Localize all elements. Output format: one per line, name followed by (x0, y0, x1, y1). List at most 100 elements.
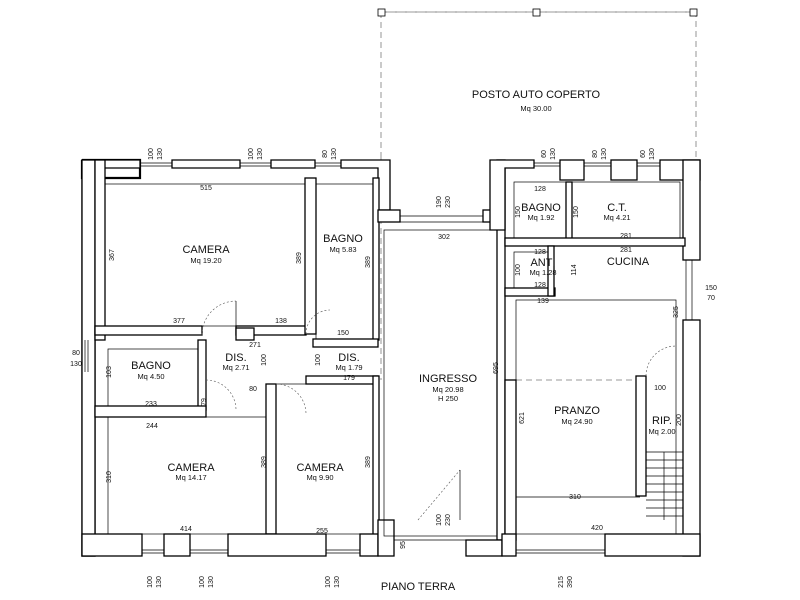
room-anti-area: Mq 1.28 (529, 268, 556, 277)
room-dis-2-area: Mq 1.79 (335, 363, 362, 372)
dim-515: 515 (200, 185, 212, 192)
room-bagno-3-name: BAGNO (521, 202, 561, 214)
dim-bot-c1: 100 (325, 576, 332, 588)
dim-389-b: 389 (365, 256, 372, 268)
dim-95: 95 (400, 541, 407, 549)
dim-255: 255 (316, 528, 328, 535)
room-ct-area: Mq 4.21 (603, 213, 630, 222)
dim-128-a: 128 (534, 186, 546, 193)
room-ingresso-height: H 250 (438, 394, 458, 403)
dim-100-a: 100 (261, 354, 268, 366)
dim-325: 325 (673, 306, 680, 318)
room-bagno-1-name: BAGNO (323, 233, 363, 245)
dim-bot-c2: 130 (334, 576, 341, 588)
dim-top-b1: 100 (248, 148, 255, 160)
dim-150: 150 (337, 330, 349, 337)
room-camera-2-name: CAMERA (167, 462, 215, 474)
ingresso-walls (377, 159, 506, 557)
room-dis-1-area: Mq 2.71 (222, 363, 249, 372)
dim-bot-d2: 390 (567, 576, 574, 588)
room-camera-3-name: CAMERA (296, 462, 344, 474)
dim-114: 114 (571, 264, 578, 275)
dim-138: 138 (275, 318, 287, 325)
dim-bot-a1: 100 (147, 576, 154, 588)
dim-179: 179 (343, 375, 355, 382)
room-dis-1-name: DIS. (225, 352, 246, 364)
dim-top-a1: 100 (148, 148, 155, 160)
carport-outline (377, 8, 698, 381)
dim-128-b: 128 (534, 249, 546, 256)
dim-bot-d1: 215 (558, 576, 565, 588)
dim-79: 79 (201, 398, 208, 406)
dim-128-c: 128 (534, 282, 546, 289)
dim-302: 302 (438, 234, 450, 241)
dim-100-b: 100 (315, 354, 322, 366)
carport-area: Mq 30.00 (520, 104, 551, 113)
room-ingresso-name: INGRESSO (419, 373, 478, 385)
room-bagno-2-name: BAGNO (131, 360, 171, 372)
room-pranzo-name: PRANZO (554, 405, 600, 417)
dim-bot-b1: 100 (199, 576, 206, 588)
dim-367: 367 (109, 249, 116, 261)
dim-right-2: 70 (707, 295, 715, 302)
dim-top-e1: 80 (592, 150, 599, 158)
dim-150-c: 150 (573, 206, 580, 218)
dim-80: 80 (249, 386, 257, 393)
dim-695: 695 (493, 362, 500, 374)
dim-233: 233 (145, 401, 157, 408)
dim-bot-b2: 130 (208, 576, 215, 588)
dim-310-b: 310 (569, 494, 581, 501)
dim-top-c2: 130 (331, 148, 338, 160)
dim-left-2: 130 (70, 361, 82, 368)
dim-281-a: 281 (620, 233, 632, 240)
room-camera-2-area: Mq 14.17 (175, 473, 206, 482)
dim-top-a2: 130 (157, 148, 164, 160)
carport-label: POSTO AUTO COPERTO (472, 89, 601, 101)
room-dis-2-name: DIS. (338, 352, 359, 364)
dim-top-d1: 60 (541, 150, 548, 158)
dim-door-1: 100 (436, 514, 443, 526)
dim-pass-2: 230 (445, 196, 452, 208)
dim-top-e2: 130 (601, 148, 608, 160)
dim-414: 414 (180, 526, 192, 533)
dim-left-1: 80 (72, 350, 80, 357)
room-dimensions: 515 367 389 377 138 389 150 271 100 100 … (106, 185, 683, 535)
room-bagno-1-area: Mq 5.83 (329, 245, 356, 254)
room-ingresso-area: Mq 20.98 (432, 385, 463, 394)
room-bagno-2-area: Mq 4.50 (137, 372, 164, 381)
dim-271: 271 (249, 342, 261, 349)
room-pranzo-area: Mq 24.90 (561, 417, 592, 426)
dim-310-a: 310 (106, 471, 113, 483)
dim-door-2: 230 (445, 514, 452, 526)
dim-103: 103 (106, 366, 113, 378)
dim-top-c1: 80 (322, 150, 329, 158)
room-anti-name: ANTI (530, 257, 555, 269)
dim-420: 420 (591, 525, 603, 532)
dim-top-b2: 130 (257, 148, 264, 160)
dim-389-d: 389 (365, 456, 372, 468)
room-camera-3-area: Mq 9.90 (306, 473, 333, 482)
stairs (646, 451, 683, 520)
dim-top-f1: 60 (640, 150, 647, 158)
dim-389-c: 389 (261, 456, 268, 468)
dim-200: 200 (676, 414, 683, 426)
dim-top-d2: 130 (550, 148, 557, 160)
dim-right-1: 150 (705, 285, 717, 292)
opening-dimensions: 100 130 100 130 80 130 60 130 80 130 60 … (70, 148, 717, 588)
dim-pass-1: 190 (436, 196, 443, 208)
dim-100-d: 100 (654, 385, 666, 392)
plan-title: PIANO TERRA (381, 581, 456, 593)
room-ct-name: C.T. (607, 202, 627, 214)
dim-621: 621 (519, 412, 526, 424)
room-camera-1-area: Mq 19.20 (190, 256, 221, 265)
dim-100-c: 100 (515, 264, 522, 276)
room-rip-name: RIP. (652, 415, 672, 427)
dim-bot-a2: 130 (156, 576, 163, 588)
dim-top-f2: 130 (649, 148, 656, 160)
dim-377: 377 (173, 318, 185, 325)
dim-244: 244 (146, 423, 158, 430)
dim-389-a: 389 (296, 252, 303, 264)
room-cucina-name: CUCINA (607, 256, 650, 268)
right-block-walls (489, 159, 701, 557)
